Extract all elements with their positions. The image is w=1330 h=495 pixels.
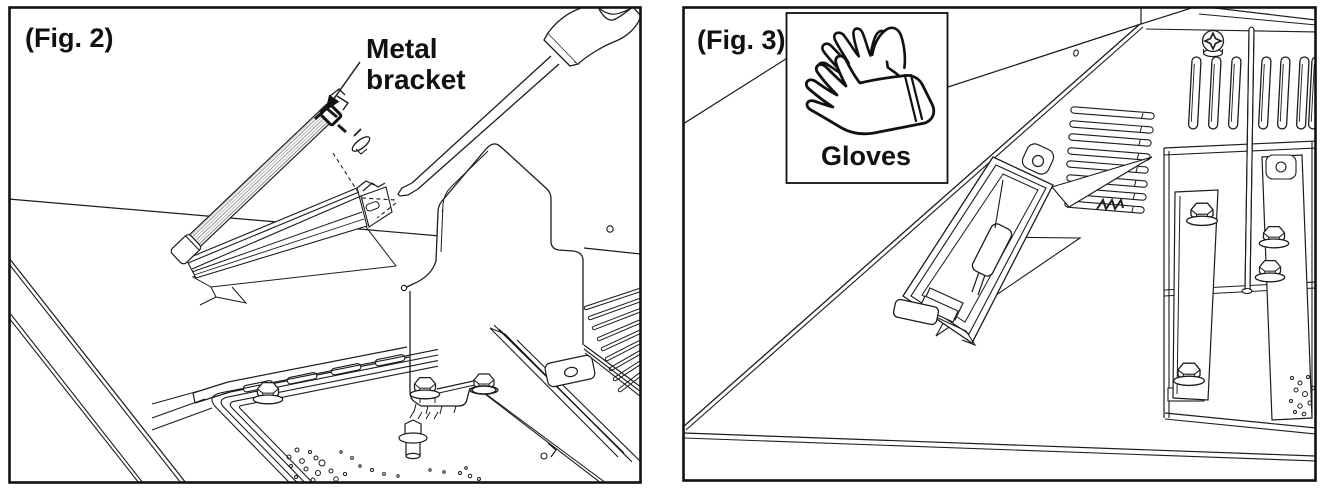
svg-text:Gloves: Gloves <box>821 141 911 171</box>
svg-text:bracket: bracket <box>366 64 466 95</box>
svg-text:(Fig. 3): (Fig. 3) <box>697 25 786 55</box>
svg-text:Metal: Metal <box>366 33 438 64</box>
svg-text:(Fig. 2): (Fig. 2) <box>25 23 114 53</box>
